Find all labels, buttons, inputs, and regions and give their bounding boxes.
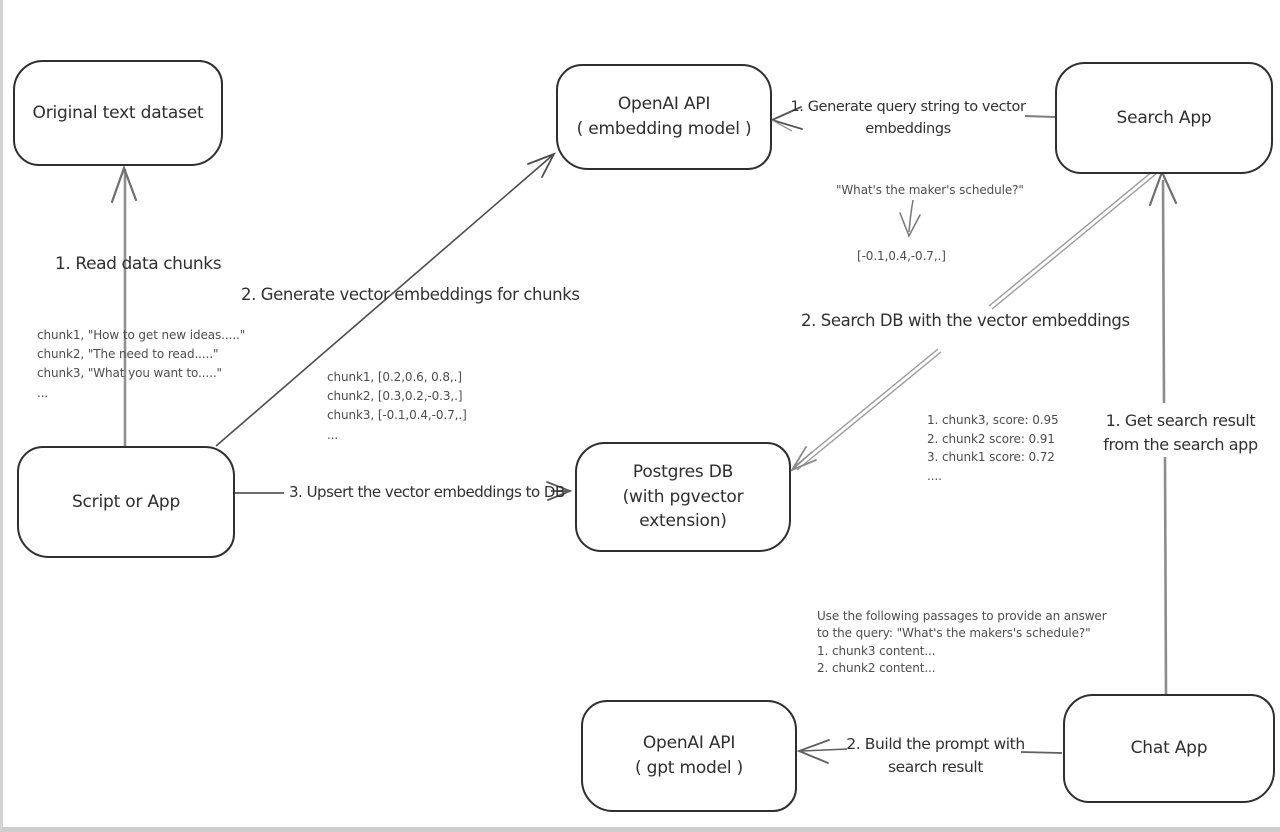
node-subtitle: ( embedding model ) (576, 119, 752, 139)
annotation-line: chunk2, "The need to read....." (37, 347, 219, 362)
annotation-line: ... (37, 385, 49, 400)
edge-label-search-db: 2. Search DB with the vector embeddings (801, 311, 1130, 330)
node-label: Search App (1116, 107, 1212, 128)
node-chat-app: Chat App (1063, 694, 1275, 803)
node-label: Chat App (1130, 738, 1208, 759)
annotation-line: chunk1, "How to get new ideas....." (37, 328, 246, 342)
annotation-line: 1. chunk3 content... (817, 643, 936, 658)
arrow-generate-embeddings (215, 152, 556, 447)
annotation-line: Use the following passages to provide an… (817, 609, 1107, 623)
edge-label-read-data-chunks: 1. Read data chunks (55, 254, 222, 274)
node-search-app: Search App (1055, 62, 1273, 174)
arrow-read-data-chunks (110, 164, 138, 447)
arrows-layer (110, 106, 1178, 764)
arrow-search-db (789, 170, 1157, 472)
annotation-score-list: 1. chunk3, score: 0.95 2. chunk2 score: … (927, 411, 1059, 485)
node-original-text-dataset: Original text dataset (13, 60, 223, 166)
annotation-line: chunk2, [0.3,0.2,-0.3,.] (327, 389, 463, 404)
arrow-query-down (899, 199, 921, 238)
node-label: Script or App (71, 491, 181, 512)
annotation-line: 2. chunk2 content... (817, 661, 936, 676)
annotation-line: chunk3, [-0.1,0.4,-0.7,.] (327, 408, 467, 423)
node-label: Original text dataset (32, 102, 204, 123)
annotation-line: .... (927, 468, 942, 483)
annotation-vector-list: chunk1, [0.2,0.6, 0.8,.] chunk2, [0.3,0.… (327, 368, 467, 445)
edge-label-build-prompt: 2. Build the prompt with search result (846, 735, 1025, 777)
arrow-build-prompt (796, 739, 1063, 764)
node-openai-gpt: OpenAI API ( gpt model ) (581, 700, 797, 812)
annotation-chunk-list: chunk1, "How to get new ideas....." chun… (37, 326, 245, 403)
arrow-query-to-vector (769, 106, 1056, 132)
arrow-upsert-to-db (232, 481, 573, 501)
annotation-line: 2. chunk2 score: 0.91 (927, 431, 1055, 446)
node-title: OpenAI API (617, 94, 711, 115)
node-openai-embedding: OpenAI API ( embedding model ) (556, 64, 772, 170)
edge-label-generate-embeddings: 2. Generate vector embeddings for chunks (241, 285, 580, 304)
node-title: OpenAI API (642, 733, 736, 754)
annotation-prompt: Use the following passages to provide an… (817, 608, 1107, 678)
node-script-or-app: Script or App (17, 446, 235, 558)
edge-label-upsert: 3. Upsert the vector embeddings to DB (289, 483, 565, 501)
annotation-query-string: "What's the maker's schedule?" (836, 183, 1024, 197)
edge-label-get-search-result: 1. Get search result from the search app (1088, 409, 1273, 457)
annotation-line: to the query: "What's the makers's sched… (817, 626, 1091, 641)
annotation-line: chunk3, "What you want to....." (37, 366, 222, 381)
annotation-line: ... (327, 427, 339, 442)
node-subtitle: (with pgvector extension) (622, 486, 744, 532)
annotation-query-vector: [-0.1,0.4,-0.7,.] (857, 249, 946, 263)
annotation-line: 1. chunk3, score: 0.95 (927, 413, 1059, 427)
annotation-line: 3. chunk1 score: 0.72 (927, 450, 1055, 465)
annotation-line: chunk1, [0.2,0.6, 0.8,.] (327, 370, 462, 384)
node-postgres-db: Postgres DB (with pgvector extension) (575, 442, 791, 552)
node-subtitle: ( gpt model ) (634, 758, 744, 778)
node-title: Postgres DB (632, 462, 734, 483)
edge-label-query-to-vector: 1. Generate query string to vector embed… (790, 99, 1026, 138)
